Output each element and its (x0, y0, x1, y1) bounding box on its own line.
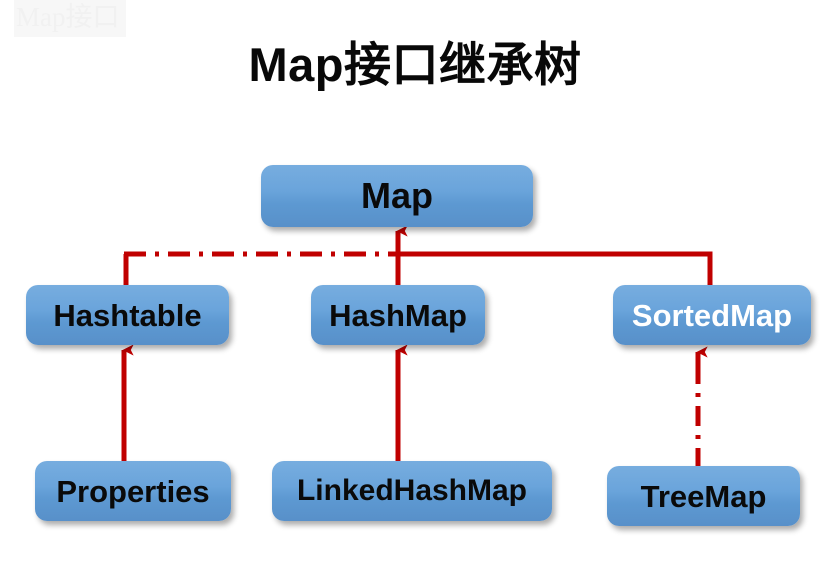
node-map[interactable]: Map (261, 165, 533, 227)
node-hashmap-label: HashMap (329, 297, 467, 333)
node-treemap[interactable]: TreeMap (607, 466, 800, 526)
node-properties[interactable]: Properties (35, 461, 231, 521)
node-sortedmap[interactable]: SortedMap (613, 285, 811, 345)
edge-hashtable-to-map (123, 251, 398, 287)
node-sortedmap-label: SortedMap (631, 297, 793, 333)
node-properties-label: Properties (56, 473, 210, 509)
node-hashtable-label: Hashtable (53, 297, 202, 333)
edge-sortedmap-to-map (398, 251, 713, 287)
node-linkedhashmap[interactable]: LinkedHashMap (272, 461, 552, 521)
node-treemap-label: TreeMap (640, 478, 767, 514)
node-hashmap[interactable]: HashMap (311, 285, 485, 345)
page-title: Map接口继承树 (248, 38, 582, 91)
node-map-label: Map (361, 175, 433, 216)
bottom-faint-strip (8, 552, 822, 573)
node-hashtable[interactable]: Hashtable (26, 285, 229, 345)
watermark-text: Map接口 (14, 0, 126, 37)
node-linkedhashmap-label: LinkedHashMap (296, 474, 528, 507)
